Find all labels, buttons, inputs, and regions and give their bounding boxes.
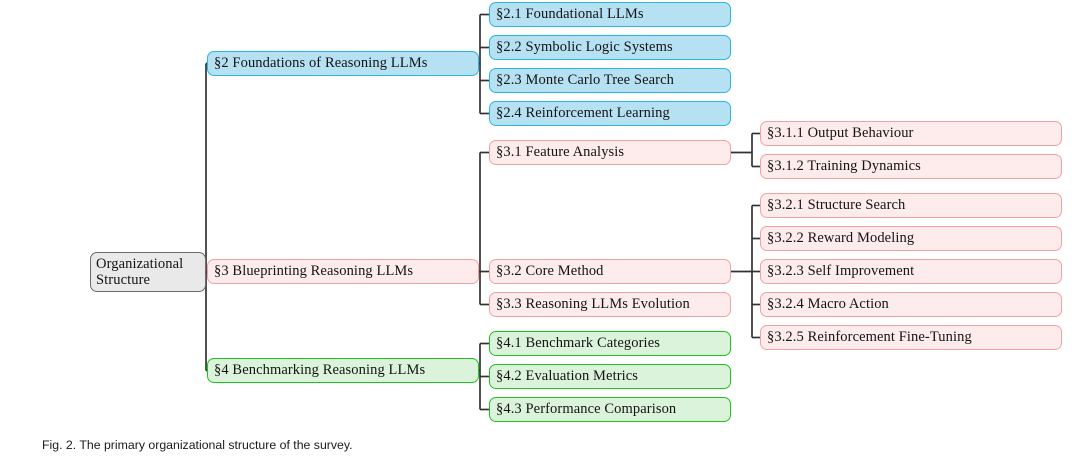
node-sec3-1-1[interactable]: §3.1.1 Output Behaviour xyxy=(760,121,1062,146)
node-sec4-2[interactable]: §4.2 Evaluation Metrics xyxy=(489,364,731,389)
node-sec3-2-4[interactable]: §3.2.4 Macro Action xyxy=(760,292,1062,317)
node-sec3-2[interactable]: §3.2 Core Method xyxy=(489,259,731,284)
node-sec2-2[interactable]: §2.2 Symbolic Logic Systems xyxy=(489,35,731,60)
node-sec2-4[interactable]: §2.4 Reinforcement Learning xyxy=(489,101,731,126)
node-sec2[interactable]: §2 Foundations of Reasoning LLMs xyxy=(207,51,479,76)
node-sec3-1-2[interactable]: §3.1.2 Training Dynamics xyxy=(760,154,1062,179)
node-sec3-2-1[interactable]: §3.2.1 Structure Search xyxy=(760,193,1062,218)
node-root[interactable]: Organizational Structure xyxy=(90,252,206,292)
node-sec2-1[interactable]: §2.1 Foundational LLMs xyxy=(489,2,731,27)
node-sec3-3[interactable]: §3.3 Reasoning LLMs Evolution xyxy=(489,292,731,317)
node-root-label-line1: Organizational xyxy=(96,256,184,272)
node-sec4-1[interactable]: §4.1 Benchmark Categories xyxy=(489,331,731,356)
figure-caption: Fig. 2. The primary organizational struc… xyxy=(42,438,353,452)
node-sec3-2-3[interactable]: §3.2.3 Self Improvement xyxy=(760,259,1062,284)
node-sec2-3[interactable]: §2.3 Monte Carlo Tree Search xyxy=(489,68,731,93)
node-sec3-2-5[interactable]: §3.2.5 Reinforcement Fine-Tuning xyxy=(760,325,1062,350)
node-sec4[interactable]: §4 Benchmarking Reasoning LLMs xyxy=(207,358,479,383)
node-root-label-line2: Structure xyxy=(96,272,151,289)
node-sec4-3[interactable]: §4.3 Performance Comparison xyxy=(489,397,731,422)
node-sec3-2-2[interactable]: §3.2.2 Reward Modeling xyxy=(760,226,1062,251)
node-sec3-1[interactable]: §3.1 Feature Analysis xyxy=(489,140,731,165)
node-sec3[interactable]: §3 Blueprinting Reasoning LLMs xyxy=(207,259,479,284)
